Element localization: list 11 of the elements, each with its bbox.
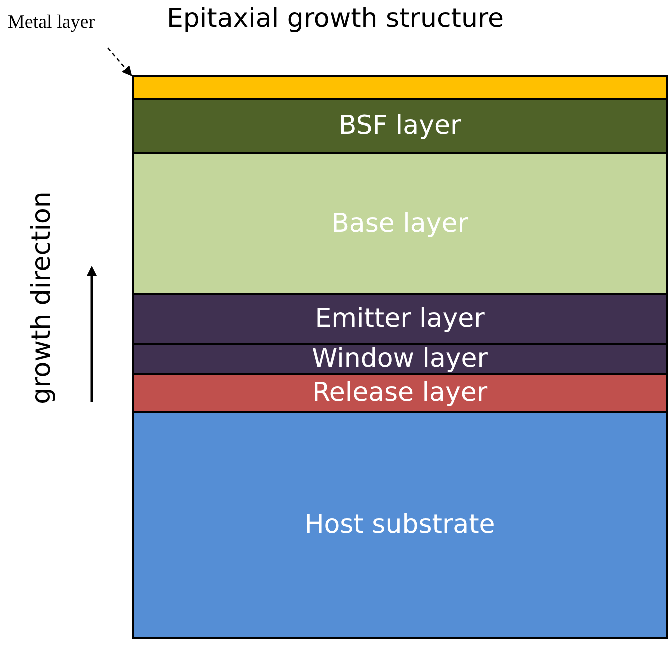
base-layer: Base layer — [132, 152, 668, 295]
bsf-layer: BSF layer — [132, 98, 668, 154]
window-layer: Window layer — [132, 343, 668, 375]
callout-label: Metal layer — [8, 12, 96, 34]
leader-line — [108, 48, 132, 77]
title: Epitaxial growth structure — [167, 4, 504, 34]
substrate-layer: Host substrate — [132, 411, 668, 639]
axis-label: growth direction — [27, 192, 57, 404]
metal-layer-bar — [132, 75, 668, 100]
emitter-layer: Emitter layer — [132, 293, 668, 345]
release-layer: Release layer — [132, 373, 668, 413]
